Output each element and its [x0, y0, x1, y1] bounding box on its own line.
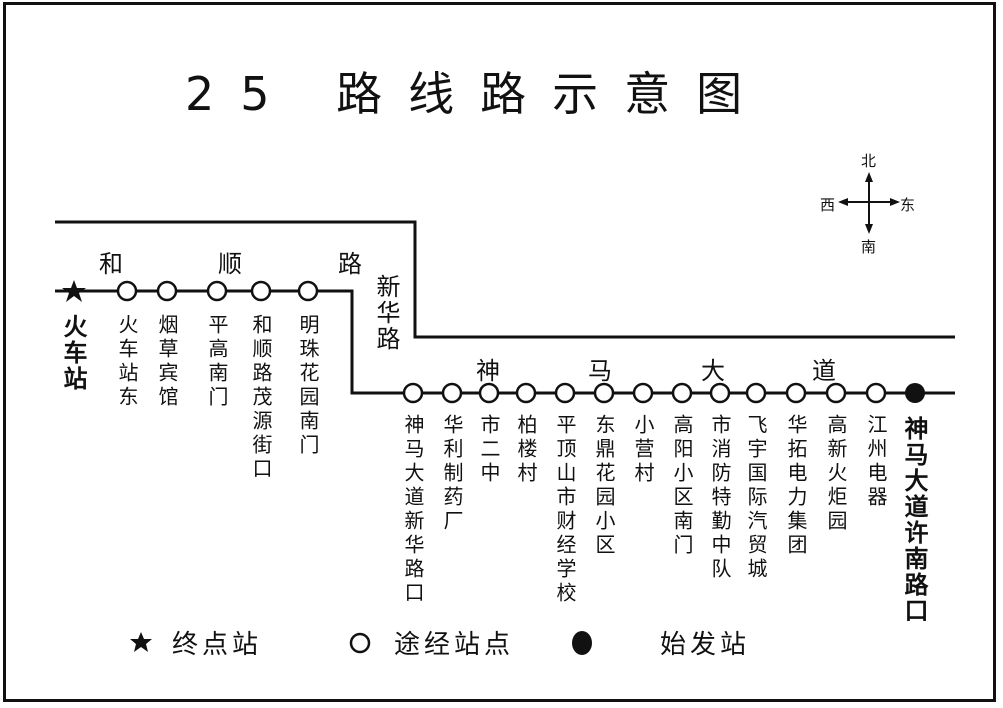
road-label-da: 大: [701, 357, 725, 385]
route-line: [55, 289, 955, 395]
road-boundary-line: [55, 220, 955, 339]
stop-label: 神马大道新华路口: [401, 414, 425, 606]
road-label-shen: 神: [476, 357, 500, 385]
stop-label: 小营村: [631, 414, 655, 486]
stop-circle-icon: [515, 382, 537, 404]
stop-circle-icon: [632, 382, 654, 404]
road-label-he: 和: [99, 250, 123, 278]
legend-star-icon: [130, 632, 152, 652]
legend-via-label: 途经站点: [394, 630, 515, 660]
stop-label: 华利制药厂: [440, 414, 464, 534]
compass-icon: [838, 172, 900, 234]
legend-origin-label: 始发站: [660, 630, 751, 660]
stop-label: 飞宇国际汽贸城: [744, 414, 768, 582]
stop-circle-icon: [825, 382, 847, 404]
stop-circle-icon: [116, 280, 138, 302]
terminal-star-icon: [62, 280, 86, 302]
stop-circle-icon: [709, 382, 731, 404]
stop-circle-icon: [250, 280, 272, 302]
diagram-title: 25 路线路示意图: [185, 67, 769, 121]
stop-circle-icon: [554, 382, 576, 404]
stop-label: 柏楼村: [514, 414, 538, 486]
road-label-dao: 道: [812, 357, 836, 385]
legend-circle-icon: [349, 632, 371, 654]
stop-label: 平顶山市财经学校: [553, 414, 577, 606]
stop-circle-icon: [206, 280, 228, 302]
diagram-border: [3, 2, 996, 702]
stop-label: 平高南门: [205, 314, 229, 410]
compass-south: 南: [861, 238, 877, 256]
stop-label: 高阳小区南门: [670, 414, 694, 558]
stop-label: 高新火炬园: [824, 414, 848, 534]
origin-dot-icon: [905, 383, 925, 403]
stop-label: 江州电器: [864, 414, 888, 510]
stop-circle-icon: [865, 382, 887, 404]
stop-circle-icon: [745, 382, 767, 404]
stop-label: 和顺路茂源街口: [249, 314, 273, 482]
stop-circle-icon: [297, 280, 319, 302]
compass-east: 东: [900, 196, 916, 214]
legend-dot-icon: [572, 631, 592, 655]
stop-label: 市二中: [477, 414, 501, 486]
stop-label: 火车站东: [115, 314, 139, 410]
compass-north: 北: [861, 152, 877, 170]
stop-label: 市消防特勤中队: [708, 414, 732, 582]
stop-label: 东鼎花园小区: [592, 414, 616, 558]
legend-terminal: 终点站: [172, 624, 262, 661]
stop-label: 华拓电力集团: [784, 414, 808, 558]
stop-circle-icon: [441, 382, 463, 404]
stop-label: 烟草宾馆: [155, 314, 179, 410]
stop-circle-icon: [785, 382, 807, 404]
stop-circle-icon: [156, 280, 178, 302]
stop-circle-icon: [593, 382, 615, 404]
road-label-lu: 路: [338, 250, 362, 278]
road-label-ma: 马: [588, 357, 612, 385]
heshun-stops: [116, 280, 319, 302]
origin-station-label: 神马大道许南路口: [900, 416, 928, 624]
stop-circle-icon: [402, 382, 424, 404]
legend-terminal-label: 终点站: [172, 630, 263, 660]
road-label-shun: 顺: [218, 250, 242, 278]
road-label-xinhua: 新华路: [372, 274, 400, 352]
stop-circle-icon: [478, 382, 500, 404]
stop-circle-icon: [671, 382, 693, 404]
compass-west: 西: [820, 196, 836, 214]
legend-origin: 始发站: [660, 624, 750, 661]
terminal-station-label: 火车站: [59, 314, 87, 392]
legend-via: 途经站点: [394, 624, 514, 661]
stop-label: 明珠花园南门: [296, 314, 320, 458]
shenma-stops: [402, 382, 887, 404]
